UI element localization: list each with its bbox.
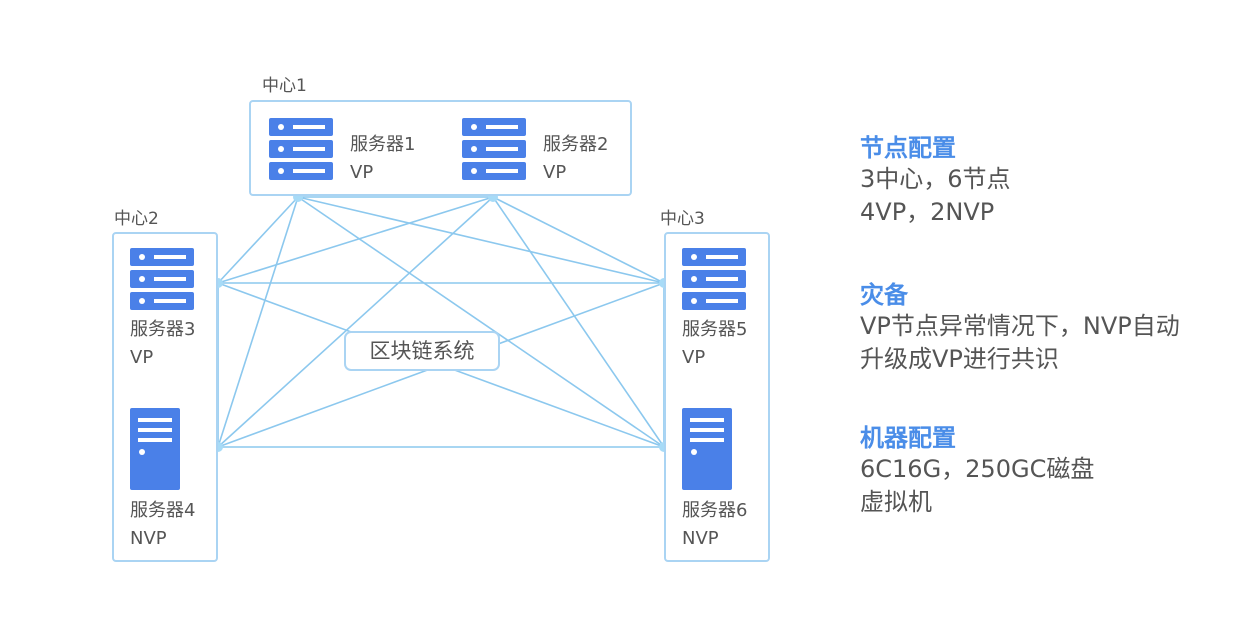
mesh-link [297,196,665,448]
server-5-role: VP [682,347,706,368]
info-line: VP节点异常情况下，NVP自动 [860,312,1180,340]
mesh-link [217,196,494,448]
info-disaster-recovery: 灾备 VP节点异常情况下，NVP自动 升级成VP进行共识 [860,280,1180,376]
server-2-label: 服务器2 VP [543,131,608,187]
info-line: 6C16G，250GC磁盘 [860,455,1095,483]
mesh-link [217,196,494,284]
info-line: 升级成VP进行共识 [860,345,1059,373]
info-line: 4VP，2NVP [860,198,995,226]
info-title: 节点配置 [860,134,956,162]
info-machine-config: 机器配置 6C16G，250GC磁盘 虚拟机 [860,423,1094,519]
server-2-name: 服务器2 [543,134,609,155]
mesh-link [217,196,299,448]
server-3-label: 服务器3 VP [130,316,195,372]
blockchain-system-box: 区块链系统 [344,331,500,371]
server-6-label: 服务器6 NVP [682,497,747,553]
server-3-name: 服务器3 [130,319,196,340]
center-3-label: 中心3 [660,209,705,229]
mesh-link [492,196,665,284]
info-node-config: 节点配置 3中心，6节点 4VP，2NVP [860,133,1011,229]
server-4-label: 服务器4 NVP [130,497,195,553]
server-1-label: 服务器1 VP [350,131,415,187]
mesh-link [492,196,665,448]
rack-server-icon [130,248,194,314]
server-5-name: 服务器5 [682,319,748,340]
rack-server-icon [682,248,746,314]
server-1-role: VP [350,162,374,183]
rack-server-icon [269,118,333,184]
server-2-role: VP [543,162,567,183]
server-3-role: VP [130,347,154,368]
rack-server-icon [462,118,526,184]
mesh-link [217,196,299,284]
info-line: 3中心，6节点 [860,165,1011,193]
center-1-label: 中心1 [262,76,307,96]
server-1-name: 服务器1 [350,134,416,155]
server-6-name: 服务器6 [682,500,748,521]
server-6-role: NVP [682,528,719,549]
tower-server-icon [682,408,732,494]
center-2-label: 中心2 [114,209,159,229]
server-5-label: 服务器5 VP [682,316,747,372]
info-title: 灾备 [860,281,908,309]
info-line: 虚拟机 [860,488,932,516]
server-4-role: NVP [130,528,167,549]
mesh-link [297,196,665,284]
server-4-name: 服务器4 [130,500,196,521]
tower-server-icon [130,408,180,494]
info-title: 机器配置 [860,424,956,452]
